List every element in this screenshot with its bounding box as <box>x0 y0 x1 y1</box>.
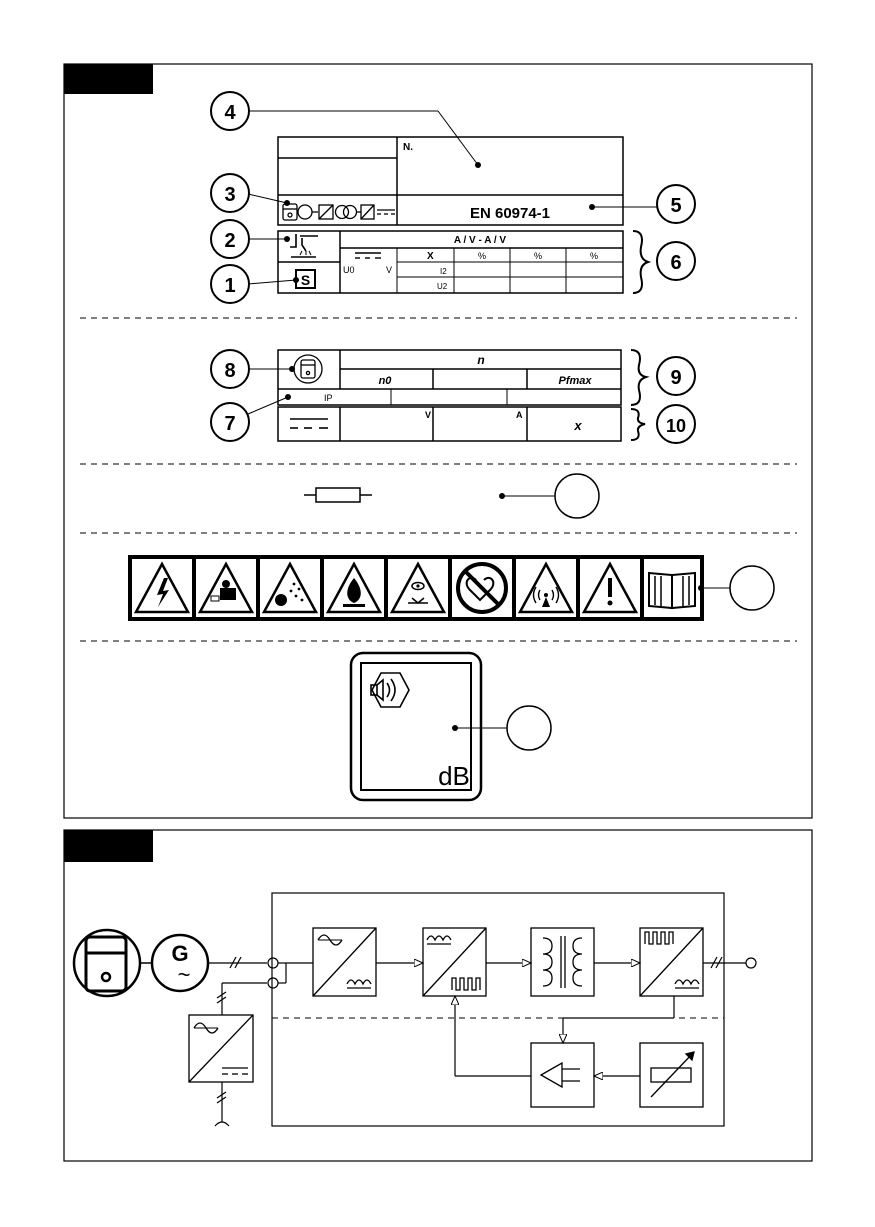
callout-3: 3 <box>210 173 290 213</box>
callout-4: 4 <box>210 91 481 168</box>
fire-warning-icon <box>325 561 383 614</box>
dc-hf-inverter-block <box>422 927 487 997</box>
svg-text:4: 4 <box>224 102 236 124</box>
current-voltage-header: A / V - A / V <box>454 235 507 246</box>
duty-x: X <box>427 251 434 262</box>
signal-flow <box>376 956 757 1076</box>
panel-tab <box>64 64 153 94</box>
callout-5: 5 <box>589 184 696 224</box>
callout-9: 9 <box>630 349 696 406</box>
aux-dc-icon <box>290 418 328 429</box>
svg-text:10: 10 <box>666 416 686 436</box>
callout-6: 6 <box>632 230 696 294</box>
wiring <box>208 956 313 1127</box>
callout-7: 7 <box>210 394 291 442</box>
hf-rectifier-block <box>639 927 704 997</box>
callout-2: 2 <box>210 219 290 259</box>
callout-fuse-rating <box>499 473 600 519</box>
electric-shock-warning-icon <box>133 561 191 614</box>
general-warning-icon <box>581 561 639 614</box>
inverter-enclosure <box>271 892 725 1127</box>
engine-block-icon <box>72 928 142 998</box>
fuse-icon <box>304 487 372 503</box>
s-safety-icon: S <box>295 269 316 289</box>
callout-8: 8 <box>210 349 295 389</box>
callout-warning <box>698 565 775 611</box>
svg-text:5: 5 <box>670 195 681 217</box>
dc-icon <box>355 252 381 259</box>
aux-x: x <box>573 418 582 433</box>
decibel-label: dB <box>438 761 470 791</box>
engine-icon <box>293 354 323 384</box>
svg-text:~: ~ <box>178 962 191 987</box>
serial-prefix: N. <box>403 142 413 153</box>
callout-10: 10 <box>630 404 696 444</box>
welding-torch-icon <box>290 234 318 258</box>
aux-v: V <box>425 410 431 420</box>
symbol-strip-icons <box>282 203 395 221</box>
aux-a: A <box>516 410 523 420</box>
svg-text:8: 8 <box>224 360 235 382</box>
pct-1: % <box>478 251 486 261</box>
ip-label: IP <box>324 393 333 403</box>
ac-dc-rectifier-block <box>312 927 377 997</box>
eye-radiation-warning-icon <box>389 561 447 614</box>
no-pacemaker-icon <box>456 562 508 614</box>
u0-label: U0 <box>343 265 355 275</box>
power-n: n <box>477 353 484 367</box>
standard-label: EN 60974-1 <box>470 205 550 222</box>
svg-text:3: 3 <box>224 184 235 206</box>
noise-speaker-icon <box>370 672 410 708</box>
transformer-block <box>530 927 595 997</box>
radio-emission-warning-icon <box>517 561 575 614</box>
read-manual-icon <box>648 571 696 610</box>
pfmax-label: Pfmax <box>558 375 592 387</box>
moving-parts-warning-icon <box>197 561 255 614</box>
hot-sparks-warning-icon <box>261 561 319 614</box>
svg-text:G: G <box>171 941 188 966</box>
n0-label: n0 <box>379 375 393 387</box>
rating-plate-panel: N. EN 60974-1 A / V - A / V X % % % U0 V… <box>63 63 813 819</box>
i2-label: I2 <box>440 267 447 276</box>
aux-dc-converter-block <box>188 1014 254 1083</box>
comparator-block <box>530 1042 595 1108</box>
generator-block-icon: G ~ <box>150 933 210 993</box>
u0-unit: V <box>386 265 392 275</box>
regulator-block <box>639 1042 704 1108</box>
callout-noise <box>452 705 552 751</box>
svg-text:S: S <box>301 272 310 288</box>
rating-plate <box>277 136 624 294</box>
pct-3: % <box>590 251 598 261</box>
svg-text:2: 2 <box>224 230 235 252</box>
callout-1: 1 <box>210 264 299 304</box>
svg-text:6: 6 <box>670 252 681 274</box>
svg-text:7: 7 <box>224 413 235 435</box>
panel-tab <box>64 830 153 862</box>
svg-text:1: 1 <box>224 275 235 297</box>
u2-label: U2 <box>437 282 448 291</box>
svg-text:9: 9 <box>670 367 681 389</box>
pct-2: % <box>534 251 542 261</box>
block-diagram-panel: G ~ <box>63 829 813 1162</box>
generator-plate <box>277 349 622 442</box>
